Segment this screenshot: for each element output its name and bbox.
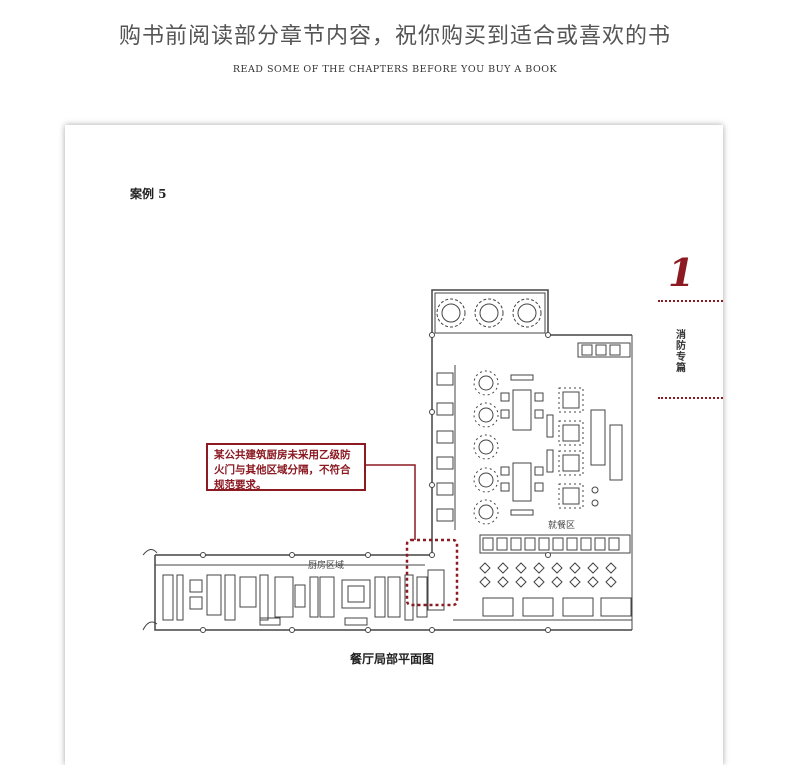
page-header-subtitle: READ SOME OF THE CHAPTERS BEFORE YOU BUY… <box>232 64 558 75</box>
page-header-title: 购书前阅读部分章节内容，祝你购买到适合或喜欢的书 <box>118 24 671 49</box>
floor-plan: 厨房区域 就餐区 <box>142 289 633 633</box>
figure-caption: 餐厅局部平面图 <box>0 650 790 667</box>
chapter-divider-bottom <box>658 397 723 399</box>
case-label: 案例 5 <box>130 187 167 201</box>
figure-caption-text: 餐厅局部平面图 <box>349 652 434 666</box>
book-page <box>65 125 723 765</box>
chapter-number: 1 <box>668 250 695 295</box>
chapter-label: 消防专篇 <box>676 330 686 374</box>
door-highlight <box>405 538 459 607</box>
annotation-box: 某公共建筑厨房未采用乙级防火门与其他区域分隔，不符合规范要求。 <box>206 443 366 491</box>
chapter-divider-top <box>658 300 723 302</box>
kitchen-area-label: 厨房区域 <box>308 559 344 571</box>
dining-area-label: 就餐区 <box>548 519 575 531</box>
leader-line <box>366 464 416 540</box>
